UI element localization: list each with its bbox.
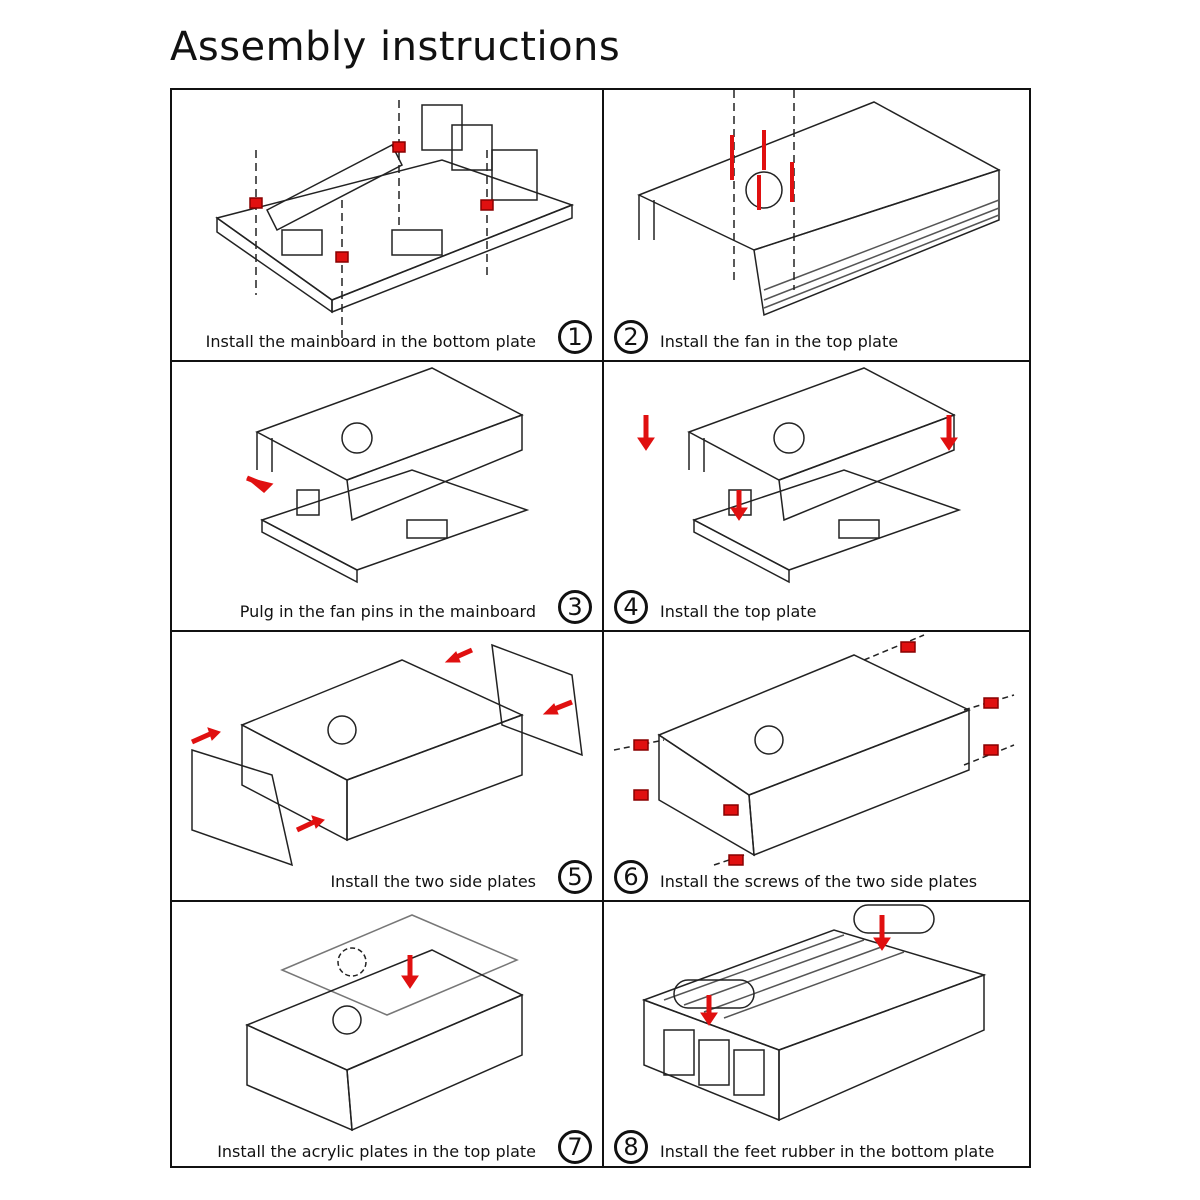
side-plate-screws-illustration (613, 634, 1015, 866)
step-number: 2 (614, 320, 648, 354)
top-plate-install-illustration (637, 367, 962, 584)
divider (172, 360, 1029, 362)
fan-top-plate-illustration (637, 90, 1001, 317)
fan-pins-illustration (246, 367, 530, 584)
step-5: Install the two side plates 5 (172, 630, 601, 898)
step-4: 4 Install the top plate (604, 360, 1033, 628)
step-number: 5 (558, 860, 592, 894)
step-caption: Install the screws of the two side plate… (660, 872, 978, 891)
step-number: 3 (558, 590, 592, 624)
step-3: Pulg in the fan pins in the mainboard 3 (172, 360, 601, 628)
page-title: Assembly instructions (170, 24, 621, 70)
step-caption: Install the two side plates (330, 872, 536, 891)
step-2: 2 Install the fan in the top plate (604, 90, 1033, 358)
step-caption: Install the feet rubber in the bottom pl… (660, 1142, 995, 1161)
acrylic-plate-illustration (245, 914, 524, 1132)
divider (172, 900, 1029, 902)
step-caption: Install the top plate (660, 602, 817, 621)
mainboard-bottom-plate-illustration (215, 100, 575, 340)
step-number: 4 (614, 590, 648, 624)
step-number: 1 (558, 320, 592, 354)
step-1: Install the mainboard in the bottom plat… (172, 90, 601, 358)
instruction-grid: Install the mainboard in the bottom plat… (170, 88, 1031, 1168)
step-caption: Install the mainboard in the bottom plat… (205, 332, 536, 351)
feet-rubber-illustration (641, 904, 987, 1122)
step-caption: Install the fan in the top plate (660, 332, 899, 351)
step-7: Install the acrylic plates in the top pl… (172, 900, 601, 1168)
side-plates-illustration (190, 643, 583, 867)
step-6: 6 Install the screws of the two side pla… (604, 630, 1033, 898)
step-number: 8 (614, 1130, 648, 1164)
divider (602, 90, 604, 1166)
step-caption: Install the acrylic plates in the top pl… (217, 1142, 536, 1161)
step-8: 8 Install the feet rubber in the bottom … (604, 900, 1033, 1168)
step-number: 7 (558, 1130, 592, 1164)
divider (172, 630, 1029, 632)
step-caption: Pulg in the fan pins in the mainboard (239, 602, 536, 621)
step-number: 6 (614, 860, 648, 894)
